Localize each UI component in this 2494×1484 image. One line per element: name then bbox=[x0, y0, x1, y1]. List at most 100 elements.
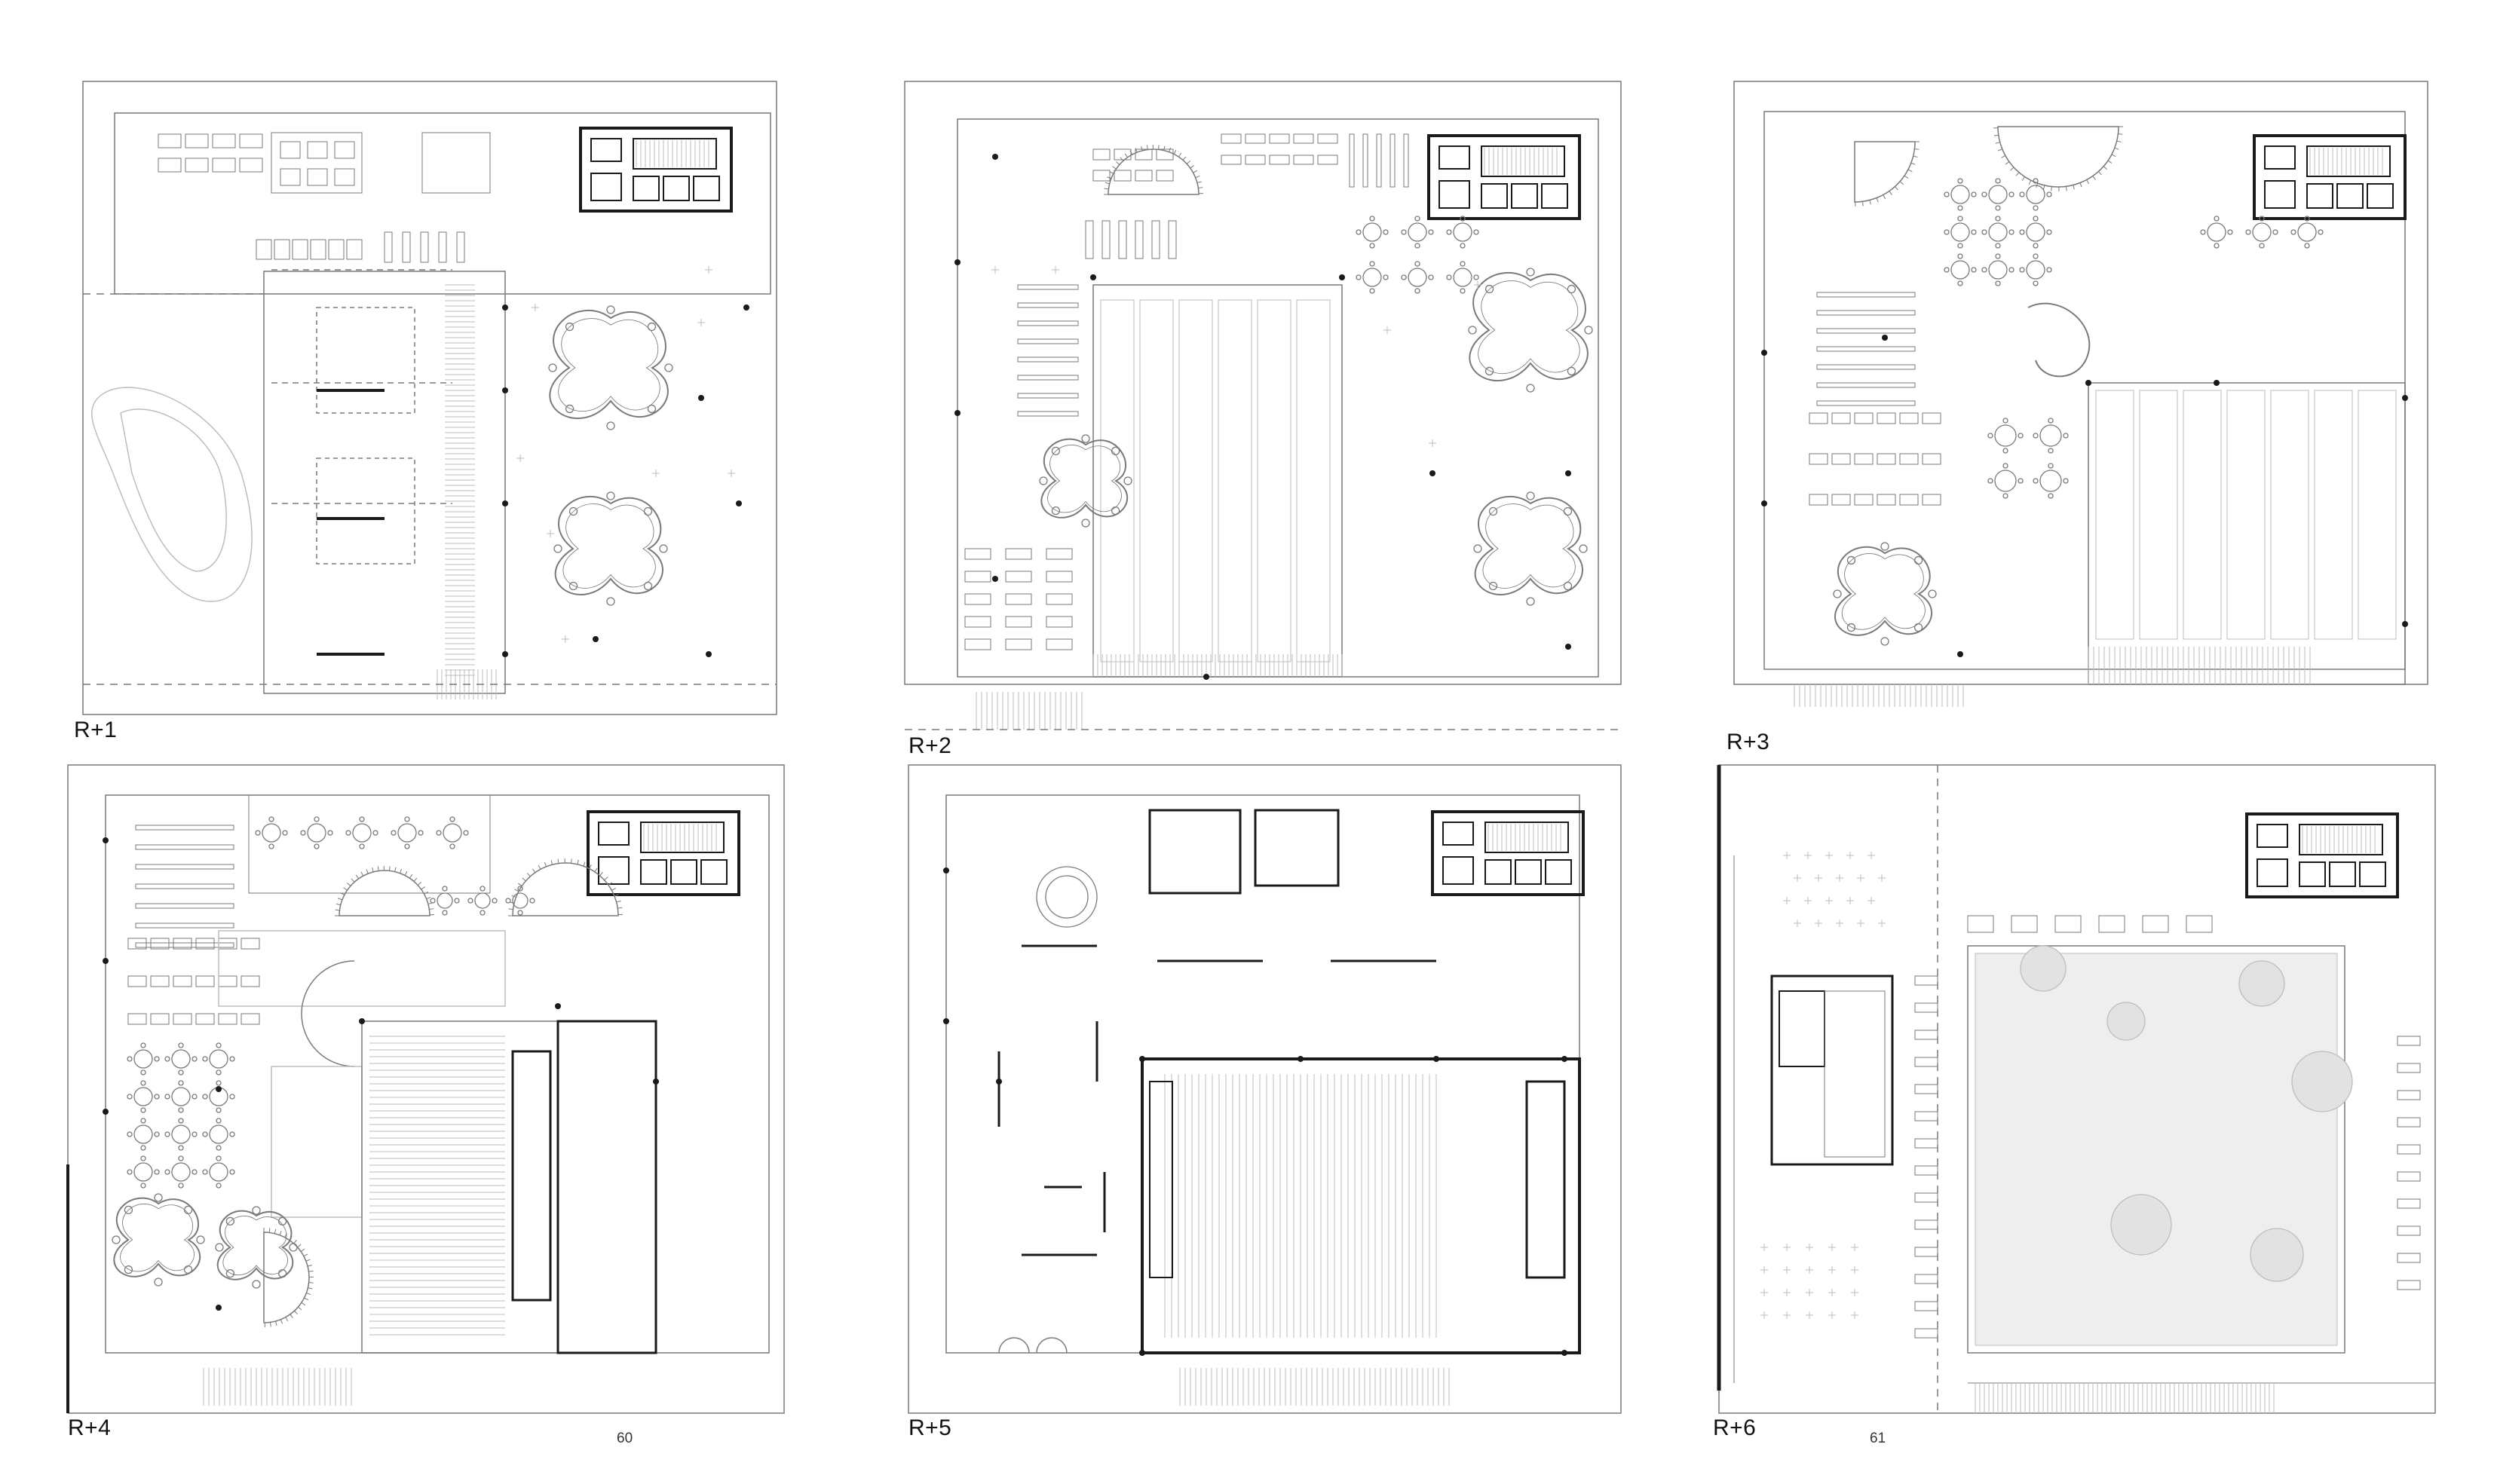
tree bbox=[2106, 1002, 2146, 1041]
tree bbox=[2238, 960, 2285, 1007]
pod-tick bbox=[2065, 186, 2067, 191]
void bbox=[316, 307, 415, 414]
chair bbox=[314, 816, 320, 822]
pod-tick bbox=[2086, 179, 2089, 185]
round-table bbox=[2297, 222, 2317, 242]
pod-tick bbox=[394, 867, 397, 872]
column bbox=[555, 1003, 561, 1009]
floor-plan-r4 bbox=[66, 764, 785, 1414]
desk bbox=[173, 938, 192, 950]
lounger bbox=[1914, 1301, 1938, 1311]
planting bbox=[991, 266, 1481, 447]
chair bbox=[492, 898, 498, 904]
round-table bbox=[2039, 424, 2062, 447]
chair bbox=[229, 1131, 235, 1137]
lounger bbox=[2397, 1171, 2421, 1182]
stool bbox=[154, 1193, 163, 1202]
column bbox=[2085, 380, 2091, 386]
round-table bbox=[512, 892, 529, 909]
round-table bbox=[262, 823, 281, 843]
pod-tick bbox=[1105, 182, 1110, 185]
pod-outline bbox=[1854, 141, 1916, 203]
chair bbox=[359, 816, 365, 822]
shelving bbox=[1349, 133, 1409, 188]
chair bbox=[2048, 418, 2054, 424]
round-element bbox=[1036, 866, 1098, 928]
study-desks bbox=[1221, 133, 1338, 165]
desk bbox=[1156, 148, 1174, 161]
floor-plan-r1 bbox=[82, 81, 777, 715]
chair bbox=[191, 1169, 198, 1175]
chair bbox=[1473, 229, 1479, 235]
chair bbox=[140, 1080, 146, 1086]
pod-tick bbox=[417, 882, 422, 886]
column bbox=[216, 1305, 222, 1311]
chair bbox=[1971, 191, 1977, 197]
pod-tick bbox=[557, 858, 559, 864]
desk bbox=[239, 158, 263, 173]
chair bbox=[1957, 253, 1963, 259]
column bbox=[653, 1079, 659, 1085]
core-wall bbox=[2245, 812, 2399, 898]
desk bbox=[1046, 571, 1073, 583]
stair-core bbox=[1427, 134, 1581, 220]
lounger bbox=[2397, 1253, 2421, 1263]
lounger bbox=[2397, 1225, 2421, 1236]
chair bbox=[1414, 261, 1420, 267]
desk bbox=[150, 1013, 170, 1025]
stool bbox=[1526, 491, 1535, 500]
desk bbox=[1809, 453, 1828, 465]
desk bbox=[307, 168, 328, 186]
desk bbox=[1245, 133, 1266, 144]
pod-tick bbox=[1182, 156, 1187, 161]
half-round-pod bbox=[1993, 126, 2123, 192]
lounger bbox=[1914, 1219, 1938, 1230]
pod-tick bbox=[1913, 155, 1918, 158]
desk bbox=[964, 571, 991, 583]
desk bbox=[241, 1013, 260, 1025]
lounger bbox=[2397, 1117, 2421, 1128]
pod-tick bbox=[1195, 175, 1200, 179]
round-table bbox=[209, 1124, 228, 1144]
chair bbox=[178, 1183, 184, 1189]
round-table bbox=[209, 1162, 228, 1182]
chair bbox=[1957, 178, 1963, 184]
pod-tick bbox=[301, 1302, 306, 1306]
round-table bbox=[133, 1049, 153, 1069]
chair bbox=[127, 1056, 133, 1062]
desk bbox=[438, 231, 447, 263]
stool bbox=[1880, 542, 1889, 551]
chair bbox=[1995, 253, 2001, 259]
lounger bbox=[1914, 1328, 1938, 1339]
chair bbox=[2214, 243, 2220, 249]
stool bbox=[124, 1205, 133, 1215]
chair bbox=[2245, 229, 2251, 235]
pod-tick bbox=[1876, 197, 1879, 203]
round-table-group bbox=[1356, 216, 1479, 294]
lounger bbox=[2397, 1090, 2421, 1100]
pod-tick bbox=[2073, 185, 2075, 190]
chair bbox=[2259, 216, 2265, 222]
stair-core bbox=[1431, 810, 1585, 896]
chair bbox=[1383, 229, 1389, 235]
pod-tick bbox=[1104, 188, 1109, 190]
lounger bbox=[2098, 915, 2125, 933]
half-round-pod bbox=[335, 865, 434, 916]
organic-furniture bbox=[1473, 491, 1588, 606]
organic-inner bbox=[562, 503, 656, 589]
tree bbox=[2250, 1228, 2304, 1282]
bench bbox=[135, 864, 234, 870]
plan-label-r5: R+5 bbox=[908, 1415, 952, 1440]
pod-tick bbox=[1173, 149, 1177, 155]
column bbox=[1429, 470, 1435, 476]
lift bbox=[2264, 145, 2296, 170]
chair bbox=[1971, 229, 1977, 235]
chair bbox=[430, 898, 436, 904]
floor-plan-r3 bbox=[1733, 81, 2428, 714]
organic-inner bbox=[1047, 445, 1122, 513]
round-table bbox=[307, 823, 326, 843]
half-round-pod bbox=[1104, 144, 1203, 195]
desk bbox=[1156, 170, 1174, 182]
chair bbox=[391, 830, 397, 836]
terrace-column bbox=[2095, 390, 2134, 640]
